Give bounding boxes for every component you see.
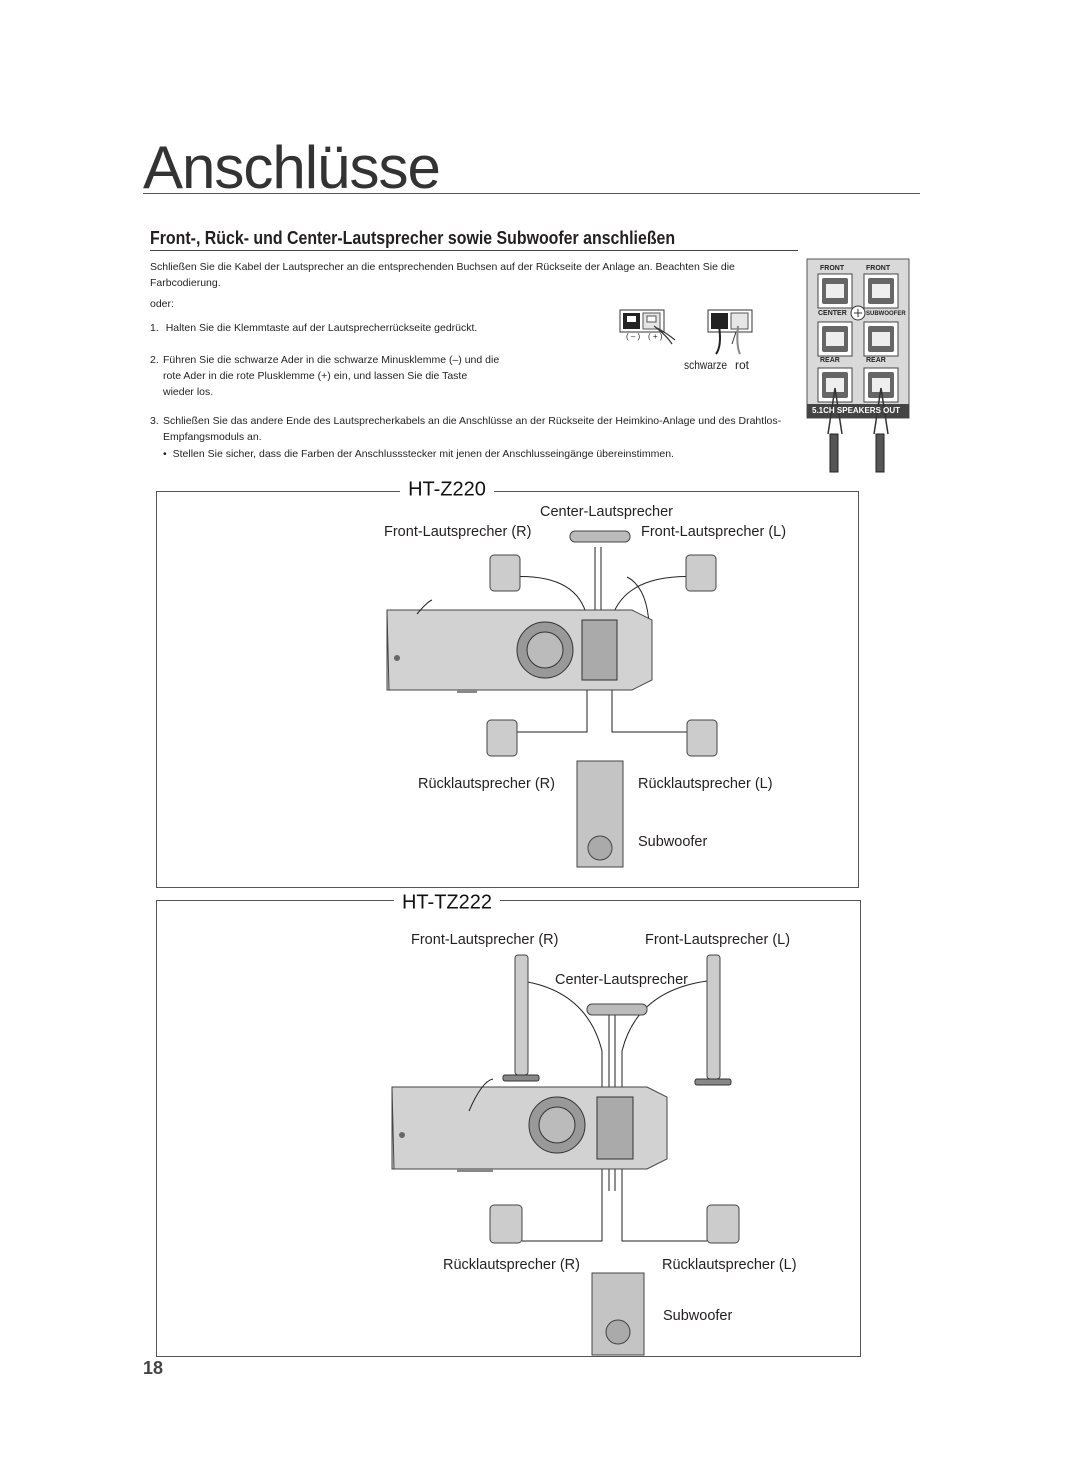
- title-divider: [143, 193, 920, 194]
- panel-footer-label: 5.1CH SPEAKERS OUT: [812, 406, 901, 415]
- rear-right-label: Rücklautsprecher (R): [418, 776, 555, 792]
- terminal-illustration: [619, 309, 753, 355]
- oder-text: oder:: [150, 298, 174, 310]
- panel-subwoofer-label: SUBWOOFER: [866, 311, 906, 317]
- panel-center-label: CENTER: [818, 310, 847, 317]
- speaker-panel-illustration: [806, 258, 910, 473]
- step-2-text: Führen Sie die schwarze Ader in die schw…: [163, 354, 500, 398]
- bullet-icon: •: [163, 448, 167, 460]
- minus-label: ( – ): [626, 332, 641, 341]
- front-right-label: Front-Lautsprecher (R): [384, 524, 532, 540]
- panel-rear-left-label: REAR: [820, 357, 840, 364]
- subwoofer-label: Subwoofer: [638, 834, 708, 850]
- step-3: 3. Schließen Sie das andere Ende des Lau…: [150, 413, 790, 445]
- step-2-number: 2.: [150, 354, 159, 366]
- page-title: Anschlüsse: [143, 134, 441, 201]
- diagram-ht-tz222: HT-TZ222 Front-Lautsprecher (R) Front-La…: [156, 891, 861, 1357]
- diagram-1-model-title: HT-Z220: [400, 478, 494, 501]
- center-speaker-label: Center-Lautsprecher: [555, 972, 688, 988]
- black-wire-label: schwarze: [684, 358, 728, 372]
- step-2: 2. Führen Sie die schwarze Ader in die s…: [150, 352, 500, 400]
- section-heading: Front-, Rück- und Center-Lautsprecher so…: [150, 227, 676, 248]
- step-3-text: Schließen Sie das andere Ende des Lautsp…: [163, 415, 782, 443]
- step-3-number: 3.: [150, 415, 159, 427]
- step-1-number: 1.: [150, 322, 159, 334]
- rear-left-label: Rücklautsprecher (L): [662, 1257, 797, 1273]
- rear-right-label: Rücklautsprecher (R): [443, 1257, 580, 1273]
- step-1-text: Halten Sie die Klemmtaste auf der Lautsp…: [165, 322, 478, 334]
- page-number: 18: [143, 1358, 164, 1378]
- speaker-out-panel: FRONT FRONT CENTER SUBWOOFER REAR REAR 5…: [806, 258, 910, 476]
- center-speaker-label: Center-Lautsprecher: [540, 504, 673, 520]
- intro-text: Schließen Sie die Kabel der Lautsprecher…: [150, 261, 735, 289]
- panel-front-left-label: FRONT: [820, 265, 845, 272]
- bullet-text: Stellen Sie sicher, dass die Farben der …: [172, 448, 674, 460]
- plus-label: ( + ): [648, 332, 663, 341]
- red-wire-label: rot: [735, 358, 750, 372]
- front-right-label: Front-Lautsprecher (R): [411, 932, 559, 948]
- subwoofer-label: Subwoofer: [663, 1308, 733, 1324]
- panel-rear-right-label: REAR: [866, 357, 886, 364]
- diagram-ht-z220: HT-Z220 Center-Lautsprecher Front-Lautsp…: [156, 478, 859, 888]
- front-left-label: Front-Lautsprecher (L): [645, 932, 791, 948]
- step-1: 1. Halten Sie die Klemmtaste auf der Lau…: [150, 320, 477, 336]
- panel-front-right-label: FRONT: [866, 265, 891, 272]
- ht-z220-illustration: [386, 530, 718, 868]
- rear-left-label: Rücklautsprecher (L): [638, 776, 773, 792]
- ht-tz222-illustration: [391, 954, 740, 1356]
- bullet-note: • Stellen Sie sicher, dass die Farben de…: [163, 446, 793, 462]
- terminal-figure: ( – ) ( + ) schwarze rot: [612, 306, 762, 376]
- front-left-label: Front-Lautsprecher (L): [641, 524, 787, 540]
- diagram-2-model-title: HT-TZ222: [393, 891, 501, 914]
- heading-divider: [150, 250, 798, 251]
